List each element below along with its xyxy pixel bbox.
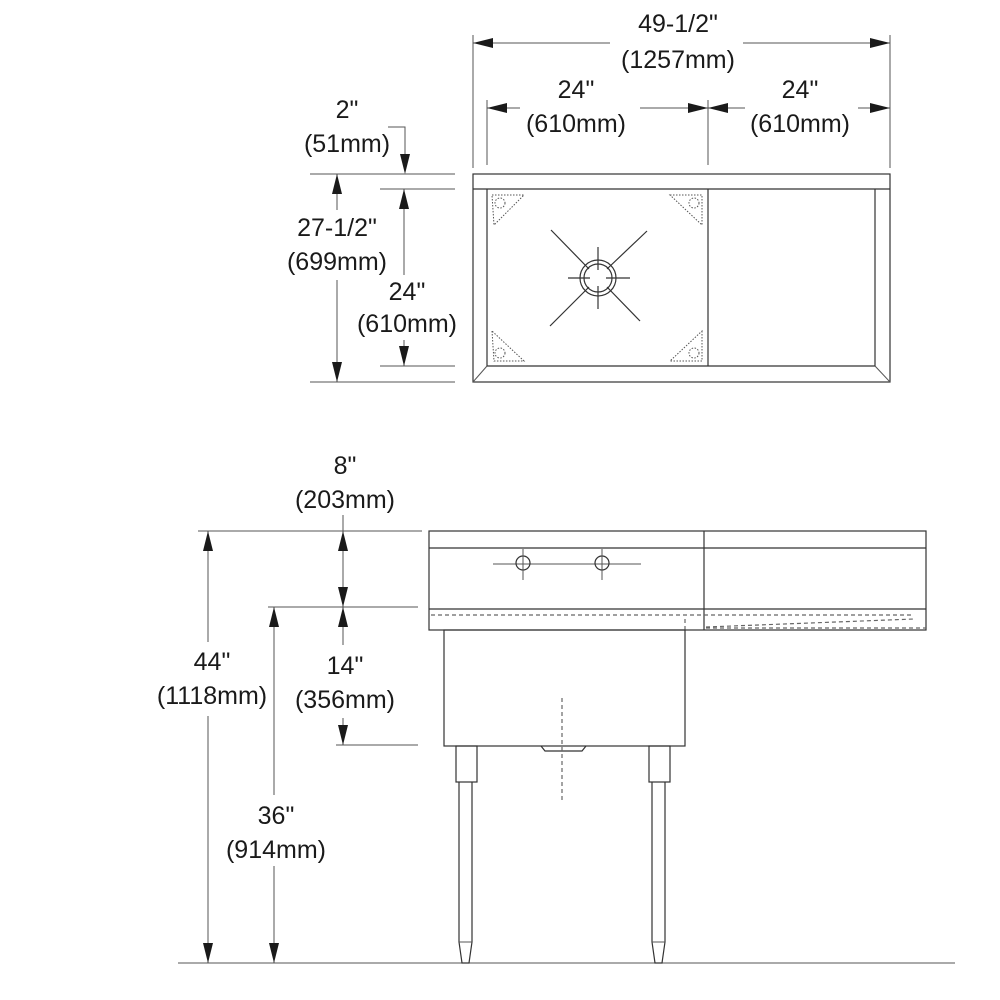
drainboard-width-metric: (610mm) [750, 110, 850, 138]
rim-height-metric: (914mm) [226, 836, 326, 864]
backsplash-depth-metric: (51mm) [304, 130, 390, 158]
bowl-width-dimension: 24" (610mm) [486, 76, 709, 165]
drainboard-width-imperial: 24" [782, 76, 819, 104]
depth-dimensions: 2" (51mm) 27-1/2" (699mm) 24" (610mm) [287, 96, 457, 383]
corner-gussets [491, 194, 703, 362]
bowl-depth-dimension: 14" (356mm) [295, 607, 395, 745]
overall-depth-metric: (699mm) [287, 248, 387, 276]
front-view: 8" (203mm) 14" (356mm) 44" (1118mm) [157, 452, 955, 964]
overall-height-metric: (1118mm) [157, 682, 267, 710]
bowl-depth-metric: (610mm) [357, 310, 457, 338]
sink-bowl [443, 629, 686, 800]
backsplash-height-metric: (203mm) [295, 486, 395, 514]
sink-front-outline [428, 530, 927, 631]
faucet-holes-icon [493, 549, 641, 580]
bowl-width-metric: (610mm) [526, 110, 626, 138]
rim-height-dimension: 36" (914mm) [226, 607, 326, 963]
overall-height-imperial: 44" [194, 648, 231, 676]
overall-width-metric: (1257mm) [621, 46, 735, 74]
overall-width-dimension: 49-1/2" (1257mm) [472, 10, 891, 168]
bowl-depth-front-metric: (356mm) [295, 686, 395, 714]
bowl-depth-imperial: 24" [389, 278, 426, 306]
bowl-width-imperial: 24" [558, 76, 595, 104]
overall-depth-imperial: 27-1/2" [297, 214, 377, 242]
backsplash-height-dimension: 8" (203mm) [295, 452, 395, 607]
sink-plan-outline [472, 173, 891, 383]
overall-height-dimension: 44" (1118mm) [157, 531, 267, 963]
drainboard-width-dimension: 24" (610mm) [708, 76, 890, 138]
sink-legs [455, 745, 671, 964]
drain-icon [549, 229, 648, 327]
top-view: 49-1/2" (1257mm) 24" (610mm) 24" (610mm) [287, 10, 891, 383]
backsplash-depth-imperial: 2" [336, 96, 359, 124]
backsplash-height-imperial: 8" [334, 452, 357, 480]
overall-width-imperial: 49-1/2" [638, 10, 718, 38]
bowl-depth-front-imperial: 14" [327, 652, 364, 680]
rim-height-imperial: 36" [258, 802, 295, 830]
